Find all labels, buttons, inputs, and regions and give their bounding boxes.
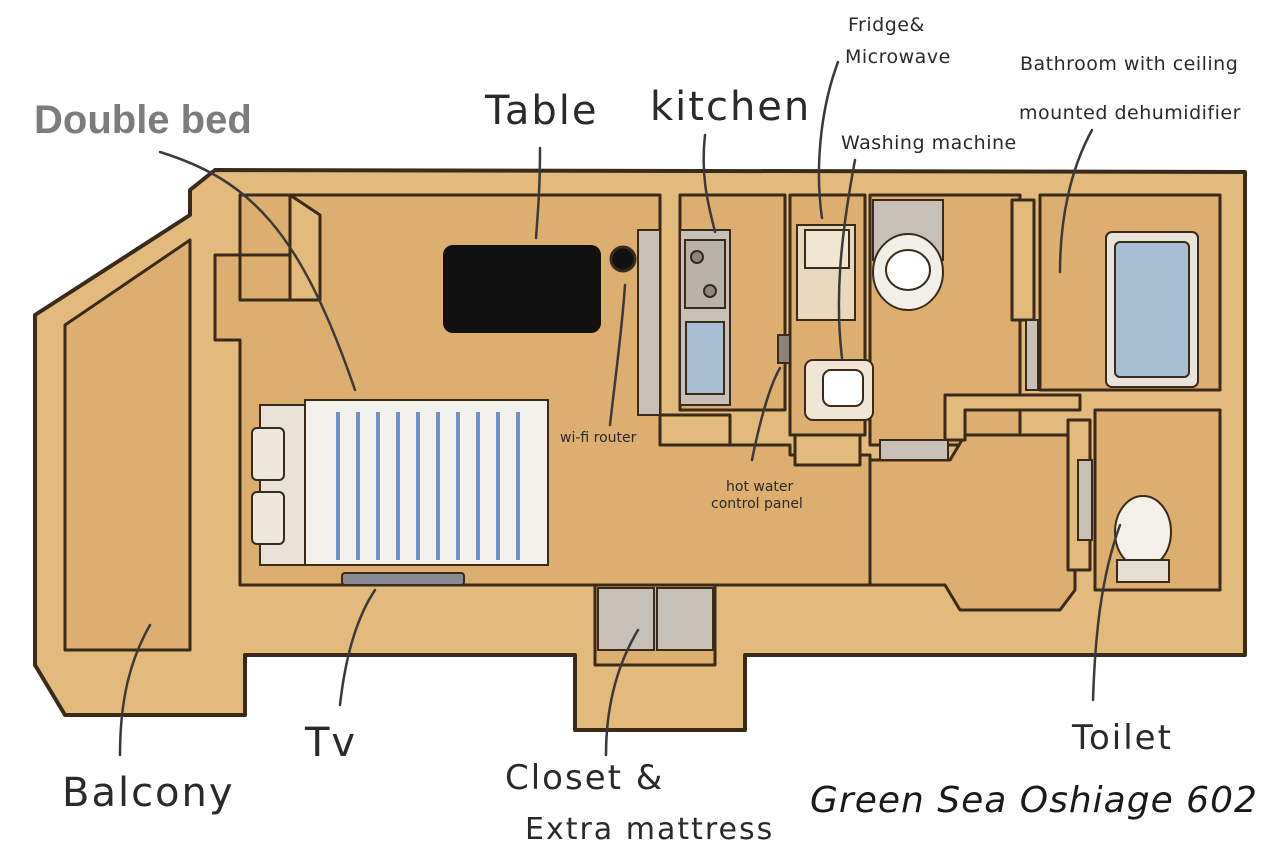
bathroom-sliding-door	[1025, 319, 1039, 391]
kitchen-pointer	[702, 133, 717, 234]
toilet-sliding-door	[1077, 459, 1093, 541]
pillow	[251, 427, 285, 481]
double-bed-label: Double bed	[34, 98, 252, 142]
hot-water-label-line2: control panel	[711, 496, 803, 512]
tv-label: Tv	[305, 720, 358, 766]
closet-doors	[597, 587, 714, 651]
hallway-floor	[868, 433, 1077, 612]
balcony-label: Balcony	[62, 770, 235, 816]
wall-stub-bed	[288, 193, 322, 302]
stove-burner-icon	[703, 284, 717, 298]
tv-pointer	[338, 588, 377, 707]
wifi-router-pointer	[608, 283, 627, 427]
fridge-pointer	[817, 60, 840, 220]
washroom-sliding-door	[879, 439, 949, 461]
washing-machine-pointer	[837, 158, 857, 360]
fridge-label-line2: Microwave	[845, 46, 951, 68]
double-bed-fixture	[251, 399, 549, 566]
wall-stub-utility	[793, 433, 862, 467]
kitchen-sink	[685, 321, 725, 395]
closet-label-line1: Closet &	[505, 758, 665, 798]
kitchen-counter	[637, 229, 731, 416]
fridge-label-line1: Fridge&	[848, 14, 925, 36]
bathroom-label-line1: Bathroom with ceiling	[1020, 53, 1239, 75]
closet-label-line2: Extra mattress	[525, 812, 775, 847]
wall-stub-bath	[1010, 198, 1036, 322]
wall-stub-kitchen	[658, 413, 732, 447]
hot-water-panel	[777, 334, 791, 364]
wash-basin	[872, 199, 944, 311]
tv-unit	[341, 572, 465, 586]
bathtub	[1105, 231, 1199, 388]
pointer-lines	[118, 60, 1122, 757]
table-pointer	[534, 146, 542, 240]
stove-burner-icon	[690, 250, 704, 264]
bathroom-pointer	[1058, 128, 1094, 274]
pillow	[251, 491, 285, 545]
toilet-pointer	[1091, 523, 1122, 702]
closet-pointer	[604, 628, 640, 757]
table	[443, 245, 601, 333]
bathroom-label-line2: mounted dehumidifier	[1019, 102, 1241, 124]
balcony-pointer	[118, 623, 152, 757]
table-label: Table	[485, 88, 599, 134]
wifi-router-label: wi-fi router	[560, 430, 637, 446]
wifi-router	[609, 245, 637, 273]
toilet-fixture	[1114, 495, 1172, 583]
balcony-floor	[63, 238, 192, 652]
hot-water-pointer	[750, 366, 782, 462]
hot-water-label-line1: hot water	[726, 479, 794, 495]
appliances	[777, 224, 874, 421]
property-name: Green Sea Oshiage 602	[810, 780, 1258, 821]
kitchen-label: kitchen	[650, 84, 812, 130]
bed-stripes	[336, 412, 520, 560]
stove	[684, 239, 726, 309]
toilet-label: Toilet	[1072, 718, 1173, 758]
washing-machine-label: Washing machine	[841, 132, 1017, 154]
sliding-doors	[879, 319, 1093, 541]
double-bed-pointer	[158, 150, 357, 392]
